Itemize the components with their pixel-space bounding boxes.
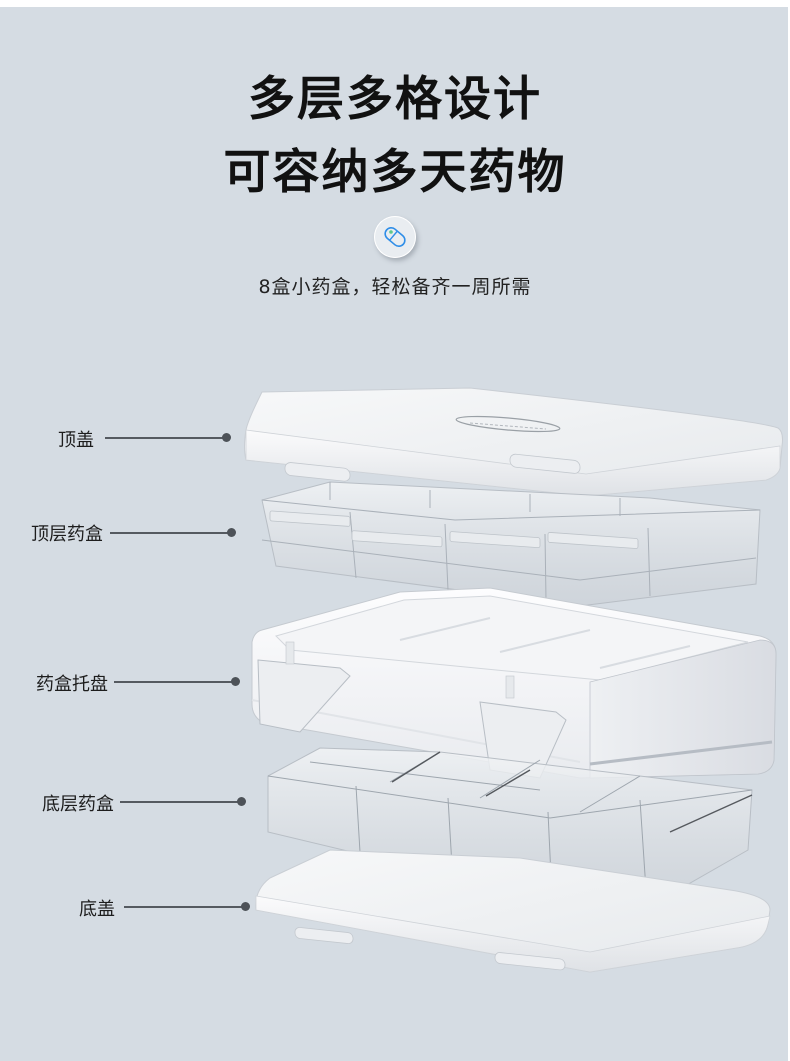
pill-box-tray: [251, 587, 777, 779]
callout-bottom-pill-boxes: 底层药盒: [0, 794, 114, 822]
headline-line-2: 可容纳多天药物: [223, 145, 567, 200]
top-pill-boxes: [261, 481, 761, 607]
callout-dot: [241, 902, 250, 911]
top-lid: [244, 387, 783, 497]
bottom-pill-boxes: [267, 747, 753, 907]
callout-line: [124, 906, 244, 908]
headline-line-1: 多层多格设计: [248, 72, 542, 127]
callout-line: [110, 532, 230, 534]
callout-dot: [222, 433, 231, 442]
callout-dot: [231, 677, 240, 686]
pill-capsule-icon: [384, 226, 406, 248]
callout-top-lid: 顶盖: [0, 430, 94, 458]
callout-top-pill-boxes: 顶层药盒: [0, 524, 103, 552]
callout-label: 药盒托盘: [36, 674, 108, 695]
callout-label: 底盖: [79, 899, 115, 920]
callout-dot: [227, 528, 236, 537]
callout-pill-box-tray: 药盒托盘: [0, 674, 108, 702]
callout-bottom-lid: 底盖: [0, 899, 115, 927]
subtitle: 8盒小药盒，轻松备齐一周所需: [258, 276, 532, 298]
callout-label: 顶盖: [58, 430, 94, 451]
callout-label: 顶层药盒: [31, 524, 103, 545]
callout-label: 底层药盒: [42, 794, 114, 815]
callout-dot: [237, 797, 246, 806]
callout-line: [114, 681, 234, 683]
pill-badge: [374, 216, 416, 258]
bottom-lid: [255, 849, 771, 973]
callout-line: [120, 801, 240, 803]
lid-logo-emboss: [455, 415, 561, 433]
callout-line: [105, 437, 225, 439]
